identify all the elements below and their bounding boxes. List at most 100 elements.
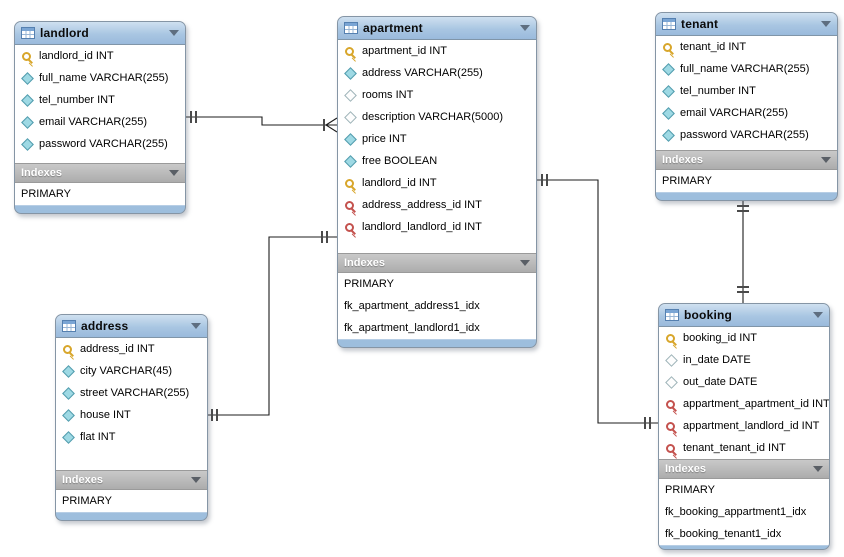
column-row: address_id INT	[56, 338, 207, 360]
column-label: tenant_id INT	[680, 41, 747, 53]
foreign-key-icon	[344, 221, 357, 234]
index-list: PRIMARY	[56, 490, 207, 512]
column-row: full_name VARCHAR(255)	[15, 67, 185, 89]
collapse-arrow-icon[interactable]	[821, 21, 831, 27]
index-row: PRIMARY	[344, 278, 394, 290]
table-booking[interactable]: booking booking_id INT in_date DATE out_…	[658, 303, 830, 550]
collapse-arrow-icon[interactable]	[821, 157, 831, 163]
column-label: address_id INT	[80, 343, 155, 355]
index-row: fk_apartment_landlord1_idx	[344, 322, 480, 334]
column-row: tenant_tenant_id INT	[659, 437, 829, 459]
table-apartment-titlebar[interactable]: apartment	[338, 17, 536, 40]
collapse-arrow-icon[interactable]	[169, 30, 179, 36]
column-label: tel_number INT	[39, 94, 115, 106]
table-footer	[659, 545, 829, 549]
column-label: address VARCHAR(255)	[362, 67, 483, 79]
collapse-arrow-icon[interactable]	[813, 466, 823, 472]
column-row: email VARCHAR(255)	[656, 102, 837, 124]
column-row: tel_number INT	[656, 80, 837, 102]
primary-key-icon	[62, 343, 75, 356]
attribute-icon	[62, 387, 75, 400]
foreign-key-icon	[665, 420, 678, 433]
column-list: landlord_id INT full_name VARCHAR(255) t…	[15, 45, 185, 163]
indexes-header[interactable]: Indexes	[338, 253, 536, 273]
collapse-arrow-icon[interactable]	[191, 323, 201, 329]
table-tenant[interactable]: tenant tenant_id INT full_name VARCHAR(2…	[655, 12, 838, 201]
column-row: rooms INT	[338, 84, 536, 106]
column-label: apartment_id INT	[362, 45, 447, 57]
table-title: apartment	[363, 21, 423, 35]
column-row: street VARCHAR(255)	[56, 382, 207, 404]
attribute-icon	[62, 409, 75, 422]
primary-key-icon	[662, 41, 675, 54]
table-tenant-titlebar[interactable]: tenant	[656, 13, 837, 36]
table-title: booking	[684, 308, 733, 322]
attribute-icon	[344, 155, 357, 168]
collapse-arrow-icon[interactable]	[813, 312, 823, 318]
attribute-icon	[662, 129, 675, 142]
table-address[interactable]: address address_id INT city VARCHAR(45) …	[55, 314, 208, 521]
column-label: full_name VARCHAR(255)	[680, 63, 810, 75]
connector-apartment-booking[interactable]	[536, 174, 658, 429]
table-landlord[interactable]: landlord landlord_id INT full_name VARCH…	[14, 21, 186, 214]
indexes-header[interactable]: Indexes	[56, 470, 207, 490]
collapse-arrow-icon[interactable]	[191, 477, 201, 483]
table-icon	[62, 320, 76, 332]
table-landlord-titlebar[interactable]: landlord	[15, 22, 185, 45]
index-list: PRIMARY fk_apartment_address1_idx fk_apa…	[338, 273, 536, 339]
indexes-header[interactable]: Indexes	[15, 163, 185, 183]
table-address-titlebar[interactable]: address	[56, 315, 207, 338]
column-row: out_date DATE	[659, 371, 829, 393]
connector-tenant-booking[interactable]	[737, 200, 749, 303]
column-row: flat INT	[56, 426, 207, 448]
indexes-label: Indexes	[62, 474, 103, 486]
primary-key-icon	[665, 332, 678, 345]
table-booking-titlebar[interactable]: booking	[659, 304, 829, 327]
connector-landlord-apartment[interactable]	[184, 111, 338, 133]
indexes-header[interactable]: Indexes	[656, 150, 837, 170]
column-row: landlord_id INT	[15, 45, 185, 67]
collapse-arrow-icon[interactable]	[520, 260, 530, 266]
attribute-icon	[21, 138, 34, 151]
column-label: rooms INT	[362, 89, 414, 101]
attribute-nullable-icon	[344, 89, 357, 102]
column-list: address_id INT city VARCHAR(45) street V…	[56, 338, 207, 470]
table-footer	[338, 339, 536, 347]
column-row: tenant_id INT	[656, 36, 837, 58]
attribute-icon	[662, 63, 675, 76]
column-list: booking_id INT in_date DATE out_date DAT…	[659, 327, 829, 459]
column-label: in_date DATE	[683, 354, 751, 366]
index-list: PRIMARY	[656, 170, 837, 192]
column-row: appartment_landlord_id INT	[659, 415, 829, 437]
table-icon	[21, 27, 35, 39]
column-row: password VARCHAR(255)	[15, 133, 185, 155]
index-row: PRIMARY	[62, 495, 112, 507]
column-row: appartment_apartment_id INT	[659, 393, 829, 415]
attribute-nullable-icon	[344, 111, 357, 124]
column-row: email VARCHAR(255)	[15, 111, 185, 133]
indexes-label: Indexes	[662, 154, 703, 166]
collapse-arrow-icon[interactable]	[169, 170, 179, 176]
column-label: house INT	[80, 409, 131, 421]
attribute-icon	[21, 116, 34, 129]
indexes-header[interactable]: Indexes	[659, 459, 829, 479]
table-footer	[656, 192, 837, 200]
table-footer	[15, 205, 185, 213]
column-row: free BOOLEAN	[338, 150, 536, 172]
attribute-icon	[62, 365, 75, 378]
connector-address-apartment[interactable]	[206, 231, 337, 421]
index-list: PRIMARY	[15, 183, 185, 205]
column-label: price INT	[362, 133, 407, 145]
column-row: address_address_id INT	[338, 194, 536, 216]
table-apartment[interactable]: apartment apartment_id INT address VARCH…	[337, 16, 537, 348]
index-row: PRIMARY	[662, 175, 712, 187]
column-label: tenant_tenant_id INT	[683, 442, 786, 454]
column-label: email VARCHAR(255)	[680, 107, 788, 119]
column-row: booking_id INT	[659, 327, 829, 349]
primary-key-icon	[344, 45, 357, 58]
index-row: PRIMARY	[665, 484, 715, 496]
column-row: landlord_landlord_id INT	[338, 216, 536, 238]
column-row: house INT	[56, 404, 207, 426]
table-title: address	[81, 319, 129, 333]
collapse-arrow-icon[interactable]	[520, 25, 530, 31]
